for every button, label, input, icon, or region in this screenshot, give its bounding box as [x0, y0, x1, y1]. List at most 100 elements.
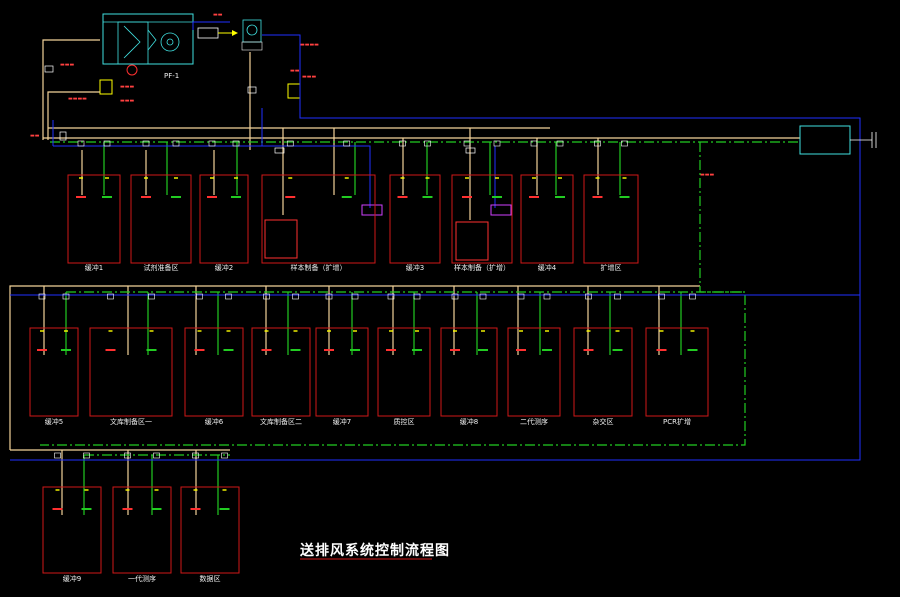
controllers: ▬▬▬ ▬▬▬▬ ▬▬▬ ▬▬▬ ▬▬▬▬ ▬▬▬ ▬▬ ▬▬ ▬▬ ▬▬▬ [30, 12, 714, 178]
damper-icon [196, 293, 203, 300]
damper-icon [517, 293, 525, 300]
room-label: 试剂准备区 [144, 263, 179, 272]
damper-icon [208, 140, 216, 147]
svg-text:▬▬: ▬▬ [213, 12, 223, 18]
room-upper-7: 缓冲4 [520, 140, 574, 272]
room-outline [180, 486, 240, 574]
damper-icon [286, 140, 294, 147]
room-lower-2: 一代测序 [112, 452, 172, 583]
damper-icon [54, 452, 61, 459]
damper-icon [221, 452, 228, 459]
room-middle-9: 杂交区 [573, 293, 633, 426]
unit-label: PF-1 [164, 72, 179, 80]
svg-text:▬▬▬: ▬▬▬ [120, 84, 134, 90]
room-middle-2: 文库制备区一 [89, 293, 173, 426]
room-label: 缓冲7 [333, 417, 351, 426]
room-middle-7: 缓冲8 [440, 293, 498, 426]
room-outline [130, 174, 192, 264]
exhaust-duct-network [40, 141, 800, 515]
room-upper-8: 扩增区 [583, 140, 639, 272]
damper-icon [351, 293, 359, 300]
room-outline [451, 174, 513, 264]
svg-text:▬▬▬: ▬▬▬ [120, 98, 134, 104]
damper-icon [172, 140, 180, 147]
room-outline [573, 327, 633, 417]
damper-icon [543, 293, 551, 300]
damper-icon [325, 293, 333, 300]
room-label: 缓冲9 [63, 574, 81, 583]
room-upper-2: 试剂准备区 [130, 140, 192, 272]
room-upper-1: 缓冲1 [67, 140, 121, 272]
biosafety-cabinet-1 [264, 219, 298, 259]
room-outline [520, 174, 574, 264]
room-label: 缓冲3 [406, 263, 424, 272]
room-outline [89, 327, 173, 417]
room-middle-5: 缓冲7 [315, 293, 369, 426]
svg-text:▬▬▬▬: ▬▬▬▬ [68, 96, 87, 102]
room-label: 样本制备（扩增） [454, 263, 510, 272]
svg-text:▬▬▬: ▬▬▬ [60, 62, 74, 68]
damper-icon [263, 293, 270, 300]
room-label: 文库制备区二 [260, 417, 302, 426]
room-label: 样本制备（扩增） [291, 263, 347, 272]
room-outline [42, 486, 102, 574]
room-middle-1: 缓冲5 [29, 293, 79, 426]
damper-icon [62, 293, 70, 300]
svg-text:▬▬▬: ▬▬▬ [302, 74, 316, 80]
damper-icon [387, 293, 395, 300]
damper-icon [399, 140, 406, 147]
damper-icon [594, 140, 601, 147]
damper-icon [585, 293, 592, 300]
room-outline [440, 327, 498, 417]
room-lower-3: 数据区 [180, 452, 240, 583]
room-outline [377, 327, 431, 417]
room-outline [251, 327, 311, 417]
room-label: 缓冲8 [460, 417, 478, 426]
room-outline [507, 327, 561, 417]
room-label: 文库制备区一 [110, 417, 152, 426]
room-label: 数据区 [200, 574, 221, 583]
pressure-sensors [361, 204, 512, 216]
damper-icon [148, 293, 155, 300]
room-outline [199, 174, 249, 264]
room-middle-3: 缓冲6 [184, 293, 244, 426]
damper-icon [556, 140, 564, 147]
room-label: PCR扩增 [663, 417, 691, 426]
damper-icon [463, 140, 471, 147]
damper-icon [77, 140, 85, 147]
svg-text:▬▬: ▬▬ [290, 68, 300, 74]
room-label: 一代测序 [128, 574, 156, 583]
exhaust-fan [197, 19, 263, 51]
control-lines [10, 21, 861, 461]
damper-icon [83, 452, 90, 459]
damper-icon [153, 452, 160, 459]
room-label: 缓冲4 [538, 263, 557, 272]
room-outline [315, 327, 369, 417]
damper-icon [614, 293, 621, 300]
damper-icon [493, 140, 501, 147]
room-middle-4: 文库制备区二 [251, 293, 311, 426]
damper-icon [124, 452, 131, 459]
room-lower-1: 缓冲9 [42, 452, 102, 583]
damper-icon [192, 452, 199, 459]
room-upper-6: 样本制备（扩增） [451, 140, 513, 272]
room-middle-10: PCR扩增 [645, 293, 709, 426]
room-label: 缓冲6 [205, 417, 224, 426]
room-upper-3: 缓冲2 [199, 140, 249, 272]
room-label: 质控区 [394, 417, 415, 426]
damper-icon [225, 293, 232, 300]
damper-icon [38, 293, 46, 300]
room-outline [29, 327, 79, 417]
room-upper-5: 缓冲3 [389, 140, 441, 272]
damper-icon [343, 140, 351, 147]
damper-icon [689, 293, 696, 300]
room-label: 缓冲1 [85, 263, 103, 272]
room-outline [583, 174, 639, 264]
damper-icon [107, 293, 114, 300]
damper-icon [424, 140, 431, 147]
room-label: 二代测序 [520, 417, 548, 426]
damper-valves [44, 65, 476, 154]
room-middle-8: 二代测序 [507, 293, 561, 426]
